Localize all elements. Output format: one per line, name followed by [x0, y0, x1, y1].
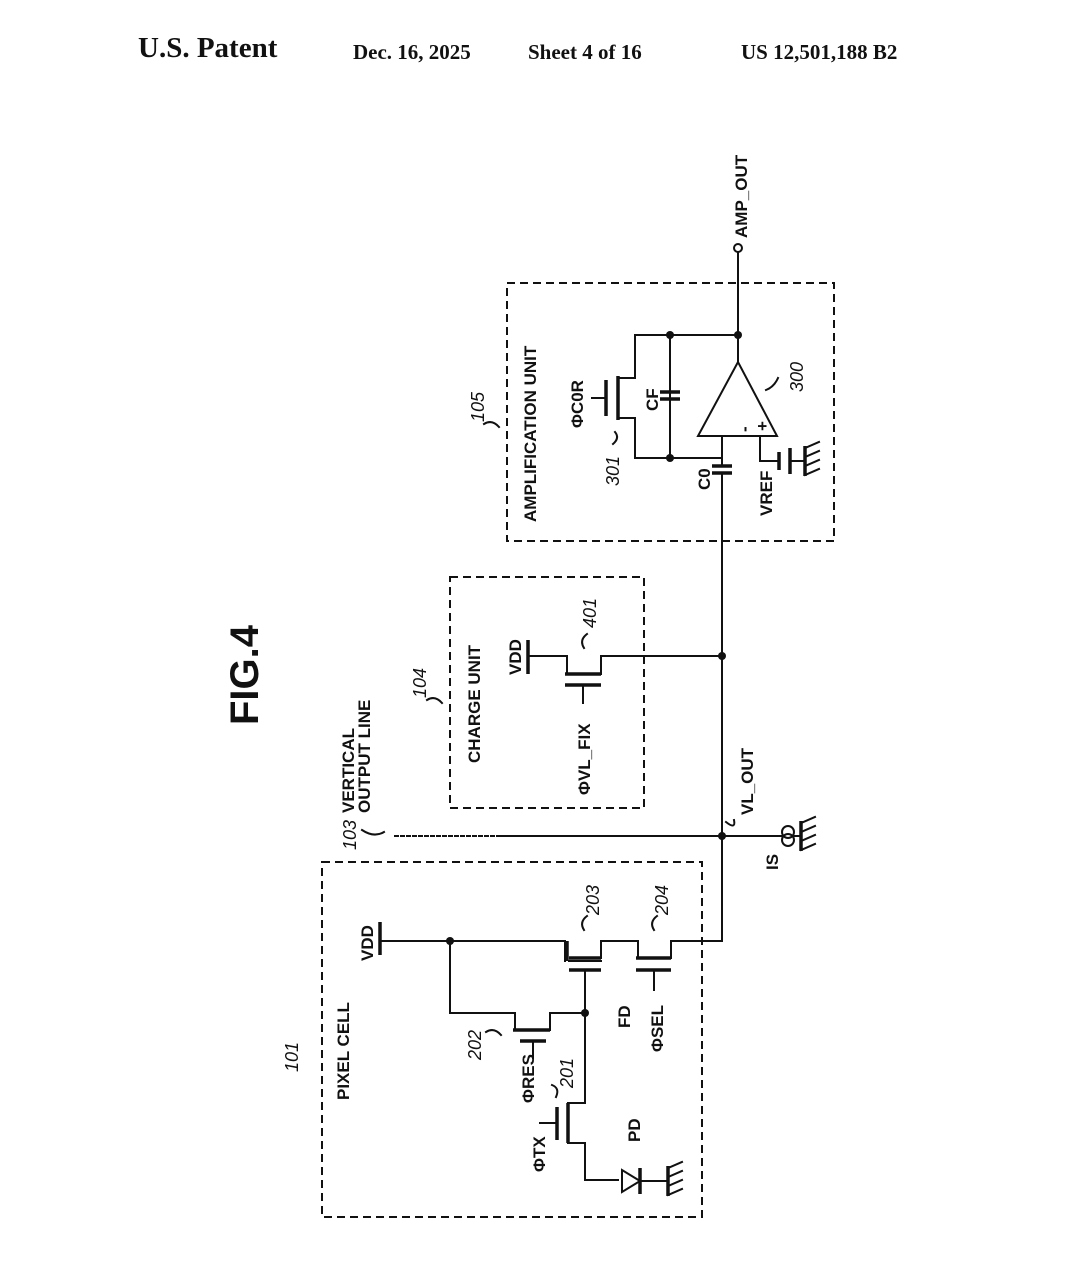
ref-301: 301 — [603, 456, 623, 486]
cf-label: CF — [643, 388, 662, 411]
amp-out-terminal — [733, 243, 743, 253]
header-date: Dec. 16, 2025 — [353, 40, 471, 64]
phi-tx-label: ΦTX — [530, 1136, 549, 1172]
ref-300: 300 — [787, 362, 807, 392]
transistor-201 — [539, 1102, 586, 1144]
transistor-401 — [565, 655, 602, 704]
phi-sel-label: ΦSEL — [648, 1005, 667, 1052]
amplification-unit-box — [506, 282, 835, 542]
figure-title: FIG.4 — [223, 624, 267, 725]
op-amp-300 — [696, 359, 779, 437]
leader-201 — [550, 1083, 559, 1099]
ref-201: 201 — [557, 1058, 577, 1089]
charge-unit-label: CHARGE UNIT — [465, 644, 484, 763]
amp-out-label: AMP_OUT — [732, 154, 751, 238]
ref-401: 401 — [580, 598, 600, 628]
leader-204 — [651, 914, 659, 932]
ref-203: 203 — [583, 885, 603, 916]
vref-label: VREF — [757, 471, 776, 516]
photodiode-icon — [621, 1168, 642, 1194]
ref-103: 103 — [340, 820, 360, 850]
phi-vl-fix-label: ΦVL_FIX — [575, 723, 594, 795]
phi-c0r-label: ΦC0R — [568, 380, 587, 428]
capacitor-c0 — [712, 464, 732, 475]
header-sheet: Sheet 4 of 16 — [528, 40, 642, 64]
ref-104: 104 — [410, 668, 430, 698]
fd-label: FD — [615, 1005, 634, 1028]
leader-vl-out — [724, 818, 736, 827]
c0-label: C0 — [695, 468, 714, 490]
ref-202: 202 — [465, 1030, 485, 1061]
header-patent-label: U.S. Patent — [138, 32, 278, 64]
minus-label: - — [735, 426, 754, 432]
leader-202 — [484, 1029, 503, 1037]
leader-103 — [360, 828, 386, 836]
transistor-203 — [564, 940, 602, 1014]
leader-401 — [581, 632, 589, 650]
vertical-output-line-label-2: OUTPUT LINE — [355, 700, 374, 813]
pixel-cell-box — [321, 861, 703, 1218]
leader-300 — [764, 376, 780, 392]
ground-icon-vref — [803, 440, 821, 477]
charge-unit-box — [449, 576, 645, 809]
pixel-cell-label: PIXEL CELL — [334, 1002, 353, 1100]
ref-105: 105 — [468, 391, 488, 422]
leader-203 — [581, 914, 589, 932]
header-patent-number: US 12,501,188 B2 — [741, 40, 898, 64]
vdd-charge-label: VDD — [506, 639, 525, 675]
pd-label: PD — [625, 1118, 644, 1142]
leader-301 — [611, 430, 619, 446]
is-label: IS — [763, 854, 782, 870]
patent-header: U.S. Patent Dec. 16, 2025 Sheet 4 of 16 … — [0, 0, 1080, 90]
is-circle-2 — [781, 833, 795, 847]
amplification-unit-label: AMPLIFICATION UNIT — [521, 345, 540, 522]
vertical-output-line-label-1: VERTICAL — [339, 728, 358, 813]
vdd-pixel-label: VDD — [358, 925, 377, 961]
transistor-301 — [591, 334, 636, 459]
ground-icon-is — [799, 815, 817, 852]
capacitor-cf — [660, 390, 680, 401]
is-circle-1 — [781, 825, 795, 839]
leader-104 — [425, 697, 444, 705]
transistor-204 — [636, 940, 672, 991]
transistor-202 — [513, 1012, 551, 1059]
phi-res-label: ΦRES — [519, 1054, 538, 1103]
leader-105 — [482, 421, 501, 429]
vl-out-label: VL_OUT — [738, 747, 757, 815]
ref-204: 204 — [652, 885, 672, 916]
ref-101: 101 — [282, 1042, 302, 1072]
ground-icon-pd — [666, 1160, 684, 1197]
plus-label: + — [753, 421, 772, 431]
